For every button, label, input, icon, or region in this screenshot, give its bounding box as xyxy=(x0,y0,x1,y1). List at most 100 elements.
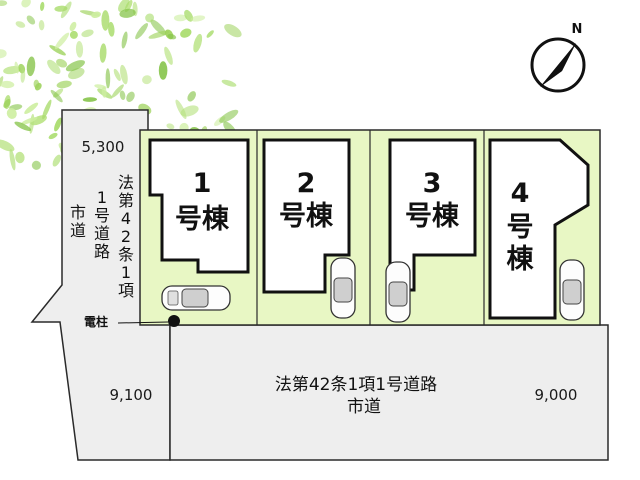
leaf-icon xyxy=(14,121,32,132)
leaf-icon xyxy=(135,23,148,40)
leaf-icon xyxy=(31,160,41,170)
leaf-icon xyxy=(101,86,107,98)
leaf-icon xyxy=(20,69,26,83)
leaf-icon xyxy=(91,11,102,19)
leaf-icon xyxy=(158,61,168,80)
side-road-width: 5,300 xyxy=(82,138,125,156)
leaf-icon xyxy=(187,91,196,102)
leaf-icon xyxy=(9,149,16,171)
leaf-icon xyxy=(148,30,170,39)
leaf-icon xyxy=(0,139,15,152)
leaf-icon xyxy=(219,109,239,123)
lot-4-number: 4 xyxy=(511,178,530,209)
leaf-icon xyxy=(0,76,4,90)
leaf-icon xyxy=(15,21,26,28)
lot-3-suffix: 号棟 xyxy=(405,201,460,232)
leaf-icon xyxy=(26,56,36,77)
leaf-icon xyxy=(34,82,42,91)
leaf-icon xyxy=(38,20,45,31)
front-road-width-right: 9,000 xyxy=(535,386,578,404)
leaf-icon xyxy=(60,1,72,19)
car-icon xyxy=(559,259,585,321)
leaf-icon xyxy=(126,91,135,102)
leaf-icon xyxy=(47,59,61,75)
leaf-icon xyxy=(56,80,72,89)
building-1-footprint xyxy=(148,138,250,274)
leaf-icon xyxy=(173,14,188,22)
leaf-icon xyxy=(184,9,194,22)
leaf-icon xyxy=(52,154,61,167)
leaf-icon xyxy=(26,15,36,25)
leaf-icon xyxy=(54,32,70,50)
leaf-icon xyxy=(54,117,62,132)
leaf-icon xyxy=(118,0,130,12)
front-road-line-2: 市道 xyxy=(347,397,381,417)
leaf-icon xyxy=(0,49,7,59)
leaf-icon xyxy=(0,0,8,6)
building-2-footprint xyxy=(262,138,351,294)
leaf-icon xyxy=(0,80,15,89)
leaf-icon xyxy=(180,28,192,38)
leaf-icon xyxy=(142,75,152,85)
leaf-icon xyxy=(193,33,203,53)
leaf-icon xyxy=(180,105,199,117)
lot-4-suffix: 号棟 xyxy=(507,212,535,275)
leaf-icon xyxy=(119,90,126,101)
leaf-icon xyxy=(42,99,52,120)
leaf-icon xyxy=(69,21,77,32)
leaf-icon xyxy=(3,99,11,108)
north-arrow-icon xyxy=(530,37,586,93)
leaf-icon xyxy=(48,132,58,140)
leaf-icon xyxy=(101,10,110,31)
leaf-icon xyxy=(111,84,124,98)
leaf-icon xyxy=(14,61,19,74)
leaf-icon xyxy=(119,8,136,18)
leaf-icon xyxy=(65,60,85,72)
leaf-icon xyxy=(21,117,38,125)
leaf-icon xyxy=(145,13,155,23)
leaf-icon xyxy=(82,97,97,102)
leaf-icon xyxy=(15,151,25,164)
lot-2-suffix: 号棟 xyxy=(279,201,334,232)
utility-pole-leader xyxy=(117,321,169,324)
leaf-icon xyxy=(221,79,237,87)
lot-1-suffix: 号棟 xyxy=(175,204,230,235)
leaf-icon xyxy=(69,30,78,39)
leaf-icon xyxy=(121,31,128,49)
leaf-icon xyxy=(81,29,94,38)
car-icon xyxy=(385,261,411,323)
building-3-footprint xyxy=(388,138,477,292)
leaf-icon xyxy=(166,123,175,130)
utility-pole-icon xyxy=(168,315,180,327)
lot-1-number: 1 xyxy=(193,168,212,199)
leaf-icon xyxy=(75,41,84,58)
leaf-icon xyxy=(40,1,45,11)
lot-2-number: 2 xyxy=(297,168,316,199)
car-icon xyxy=(161,285,231,311)
leaf-icon xyxy=(164,46,173,65)
front-road-line-1: 法第42条1項1号道路 xyxy=(275,375,437,395)
leaf-icon xyxy=(6,108,17,119)
leaf-icon xyxy=(190,15,206,22)
leaf-icon xyxy=(224,23,242,38)
leaf-icon xyxy=(24,102,39,114)
leaf-icon xyxy=(50,89,63,103)
utility-pole-label: 電柱 xyxy=(84,314,108,329)
leaf-icon xyxy=(113,68,121,81)
building-4-footprint xyxy=(488,138,590,320)
front-road-width-left: 9,100 xyxy=(110,386,153,404)
car-icon xyxy=(330,257,356,319)
leaf-icon xyxy=(167,33,177,40)
leaf-icon xyxy=(21,0,31,8)
lot-3-number: 3 xyxy=(423,168,442,199)
leaf-icon xyxy=(206,30,214,38)
north-label: N xyxy=(572,22,583,37)
side-road-label-column: 市道 xyxy=(70,203,86,240)
leaf-icon xyxy=(105,68,111,89)
leaf-icon xyxy=(99,43,107,63)
